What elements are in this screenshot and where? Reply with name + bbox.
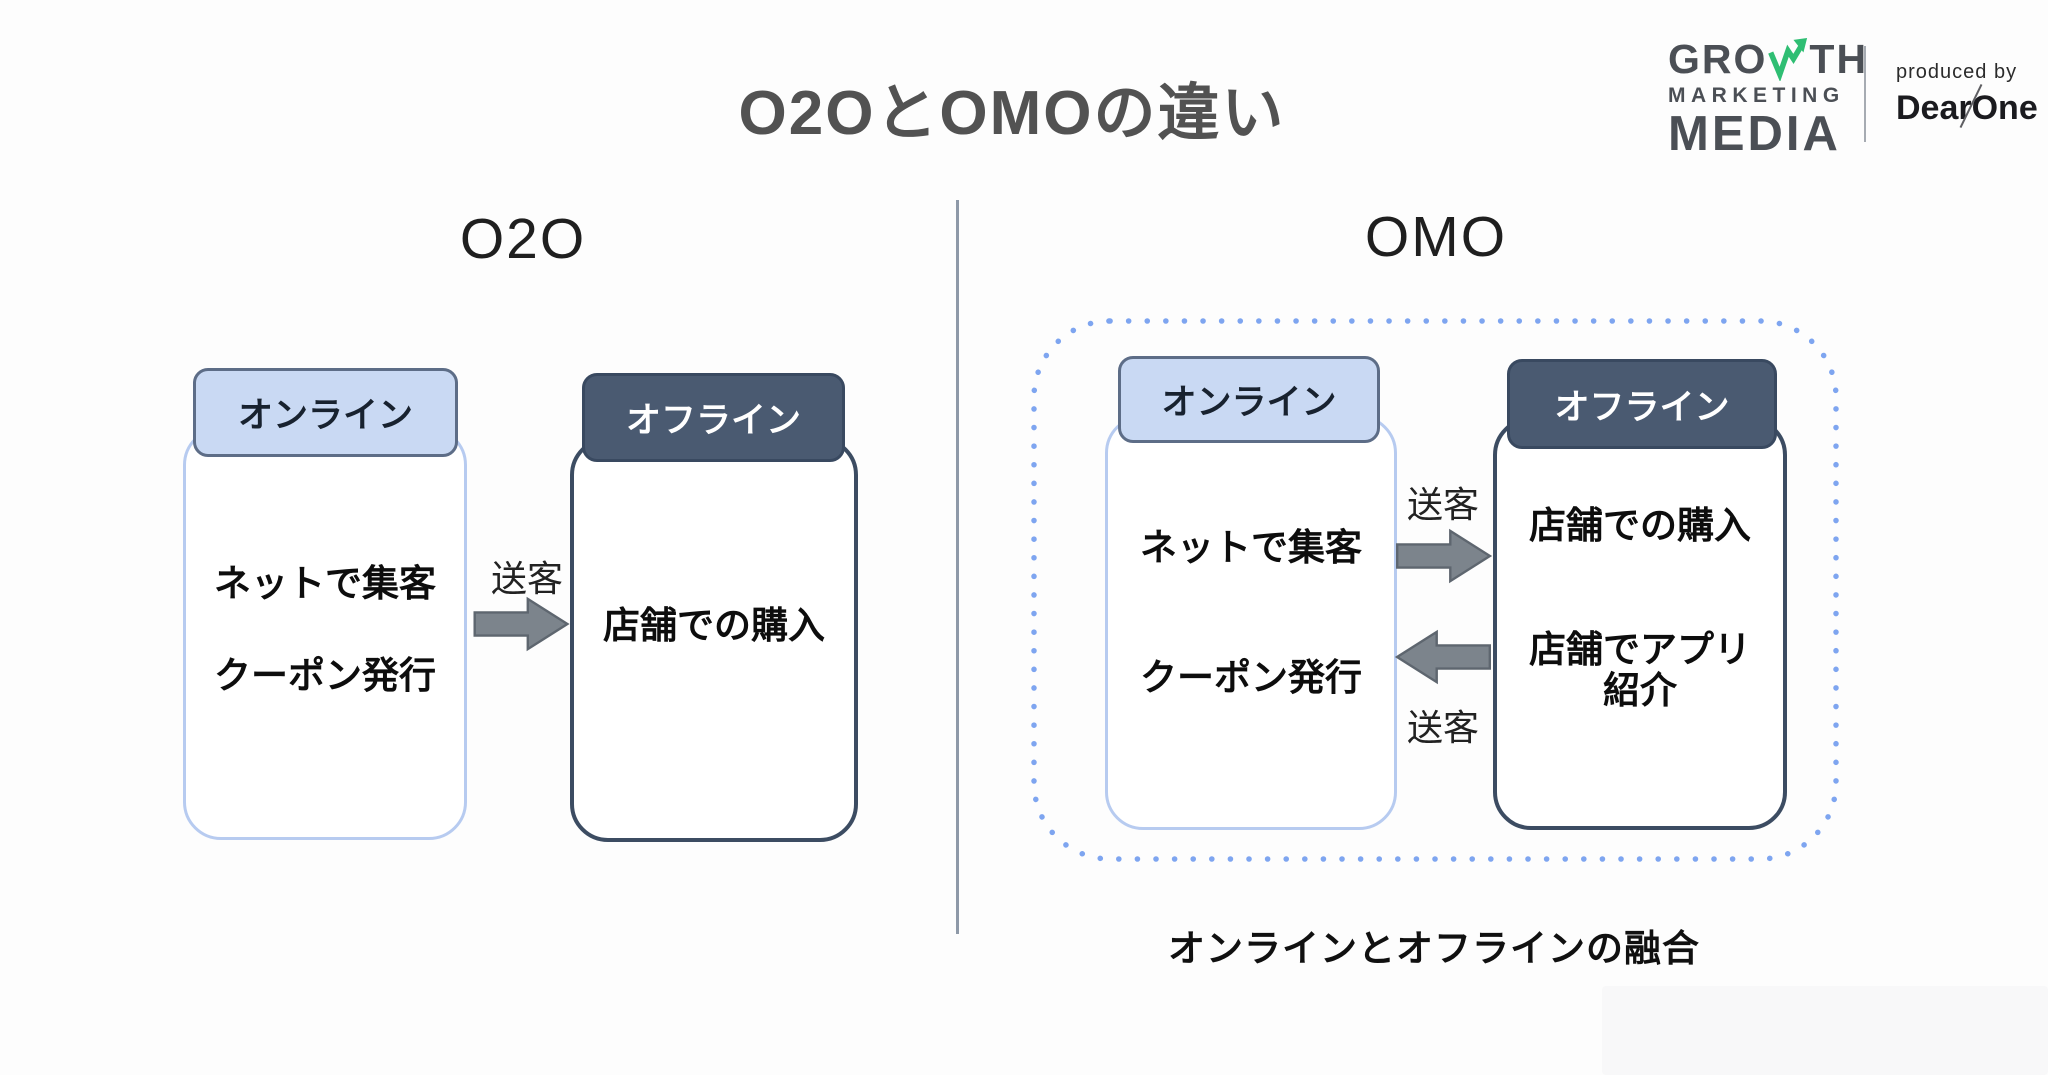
- o2o-online-item-1: ネットで集客: [214, 563, 436, 604]
- growth-arrow-icon: [1768, 38, 1808, 81]
- o2o-offline-item-1: 店舗での購入: [603, 605, 825, 646]
- omo-offline-item-1: 店舗での購入: [1529, 505, 1751, 546]
- page-title: O2OとOMOの違い: [738, 79, 1286, 148]
- o2o-arrow-label: 送客: [490, 558, 564, 599]
- o2o-heading: O2O: [459, 207, 587, 271]
- omo-arrow-bottom-label: 送客: [1406, 707, 1480, 748]
- omo-online-label: オンライン: [1118, 356, 1380, 443]
- logo-media: MEDIA: [1668, 107, 1841, 161]
- omo-offline-item-2-line-2: 紹介: [1603, 670, 1677, 711]
- logo: GRO TH MARKETING MEDIA produced by DearO…: [1668, 36, 2038, 159]
- omo-arrow-top-label: 送客: [1406, 484, 1480, 525]
- growth-marketing-media-logo: GRO TH MARKETING MEDIA: [1668, 36, 1868, 159]
- o2o-online-card: [183, 427, 467, 840]
- omo-caption: オンラインとオフラインの融合: [1168, 928, 1700, 969]
- logo-growth-line: GRO TH: [1668, 36, 1869, 82]
- o2o-offline-label: オフライン: [582, 373, 845, 462]
- transfer-arrow-left-icon: [1394, 629, 1491, 685]
- o2o-online-label: オンライン: [193, 368, 458, 457]
- transfer-arrow-right-icon: [1396, 528, 1493, 584]
- section-divider: [956, 200, 959, 934]
- dearone-logo: DearOne: [1896, 83, 2038, 129]
- omo-heading: OMO: [1364, 205, 1508, 269]
- omo-offline-card: [1493, 417, 1787, 830]
- o2o-online-item-2: クーポン発行: [214, 655, 436, 696]
- dearone-text: DearOne: [1896, 89, 2038, 127]
- omo-offline-item-2-line-1: 店舗でアプリ: [1529, 629, 1751, 670]
- o2o-offline-card: [570, 437, 858, 842]
- omo-online-item-1: ネットで集客: [1140, 527, 1362, 568]
- logo-growth-post: TH: [1809, 36, 1869, 82]
- dearone-block: produced by DearOne: [1896, 61, 2038, 129]
- logo-growth-pre: GRO: [1668, 36, 1768, 82]
- omo-offline-label: オフライン: [1507, 359, 1777, 449]
- logo-divider: [1864, 46, 1866, 142]
- produced-by-label: produced by: [1896, 61, 2018, 83]
- omo-online-card: [1105, 415, 1397, 830]
- watermark-area: [1602, 986, 2048, 1075]
- logo-marketing: MARKETING: [1668, 84, 1845, 107]
- omo-boundary-dotted-border: [1031, 318, 1839, 862]
- omo-online-item-2: クーポン発行: [1140, 657, 1362, 698]
- transfer-arrow-right-icon: [473, 596, 570, 652]
